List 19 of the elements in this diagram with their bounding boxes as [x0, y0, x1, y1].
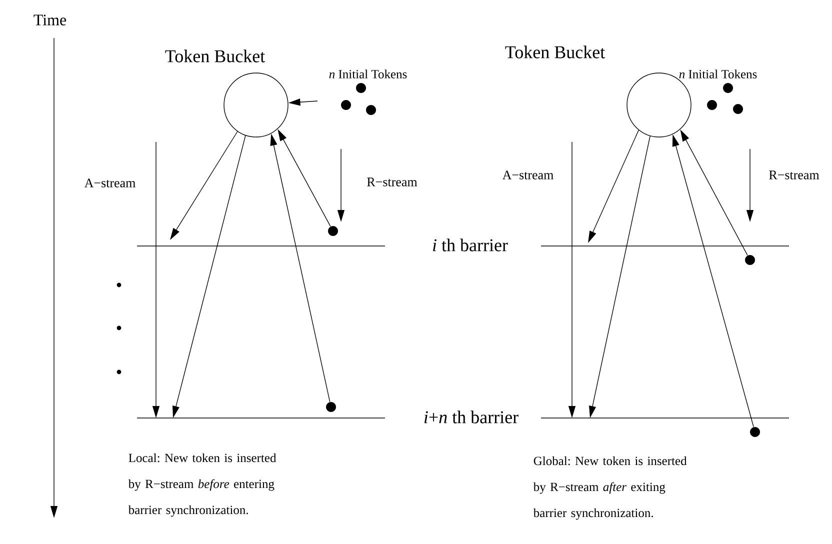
bucket-title: Token Bucket — [165, 50, 265, 62]
token-group: n Initial Tokens — [329, 70, 407, 115]
stream-label: A−stream — [502, 170, 554, 180]
token-group: n Initial Tokens — [679, 70, 757, 114]
token-dot — [326, 402, 336, 412]
axis-label: Time — [34, 14, 66, 26]
node-label: n Initial Tokens — [329, 70, 407, 78]
token-dot — [745, 255, 755, 265]
barrier-label: i th barrier — [433, 238, 508, 252]
stream-label: A−stream — [84, 178, 136, 188]
token-dot — [750, 427, 760, 437]
stream-label: R−stream — [367, 178, 418, 186]
barrier-label: i+n th barrier — [424, 410, 518, 424]
token-dot — [328, 226, 338, 236]
stream-label: R−stream — [769, 170, 820, 180]
bucket-title: Token Bucket — [505, 46, 606, 58]
caption: Global: New token is inserted by R−stream after exiting barrier synchronization. — [533, 456, 687, 520]
node-label: n Initial Tokens — [679, 70, 757, 78]
caption: Local: New token is inserted by R−stream before entering barrier synchronization. — [128, 453, 276, 517]
